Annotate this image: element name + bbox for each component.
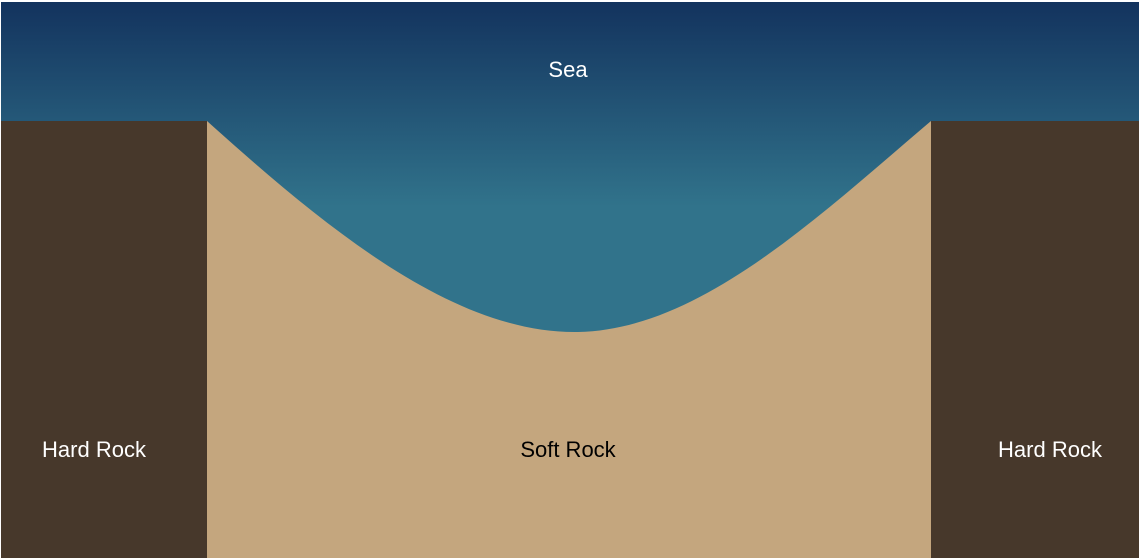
sea-label: Sea [548, 57, 588, 82]
hard-rock-right-region [931, 121, 1139, 558]
hard-rock-left-label: Hard Rock [42, 437, 147, 462]
soft-rock-label: Soft Rock [520, 437, 616, 462]
sea-region [1, 2, 1139, 333]
hard-rock-left-region [1, 121, 207, 558]
hard-rock-right-label: Hard Rock [998, 437, 1103, 462]
